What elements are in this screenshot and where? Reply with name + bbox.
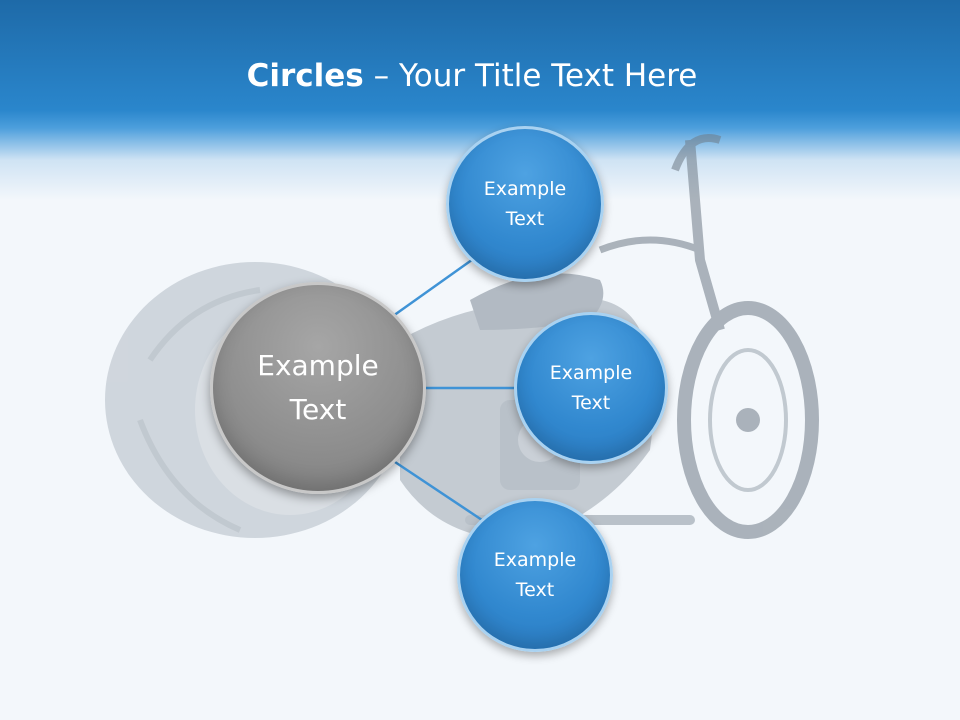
node-circle-label: Example Text [549,362,633,414]
node-circle-label: Example Text [483,178,567,230]
node-circle-label: Example Text [493,549,577,601]
node-circle-bottom[interactable]: Example Text [457,498,613,652]
connector-line-top [392,255,477,318]
center-circle-label: Example Text [257,349,379,426]
center-circle[interactable]: Example Text [210,282,426,494]
slide-title: Circles – Your Title Text Here [0,54,944,98]
node-circle-middle[interactable]: Example Text [514,312,668,464]
title-bold-word: Circles [246,58,364,94]
node-circle-top[interactable]: Example Text [446,126,604,282]
title-rest: – Your Title Text Here [363,58,698,94]
connector-line-bottom [394,460,483,522]
